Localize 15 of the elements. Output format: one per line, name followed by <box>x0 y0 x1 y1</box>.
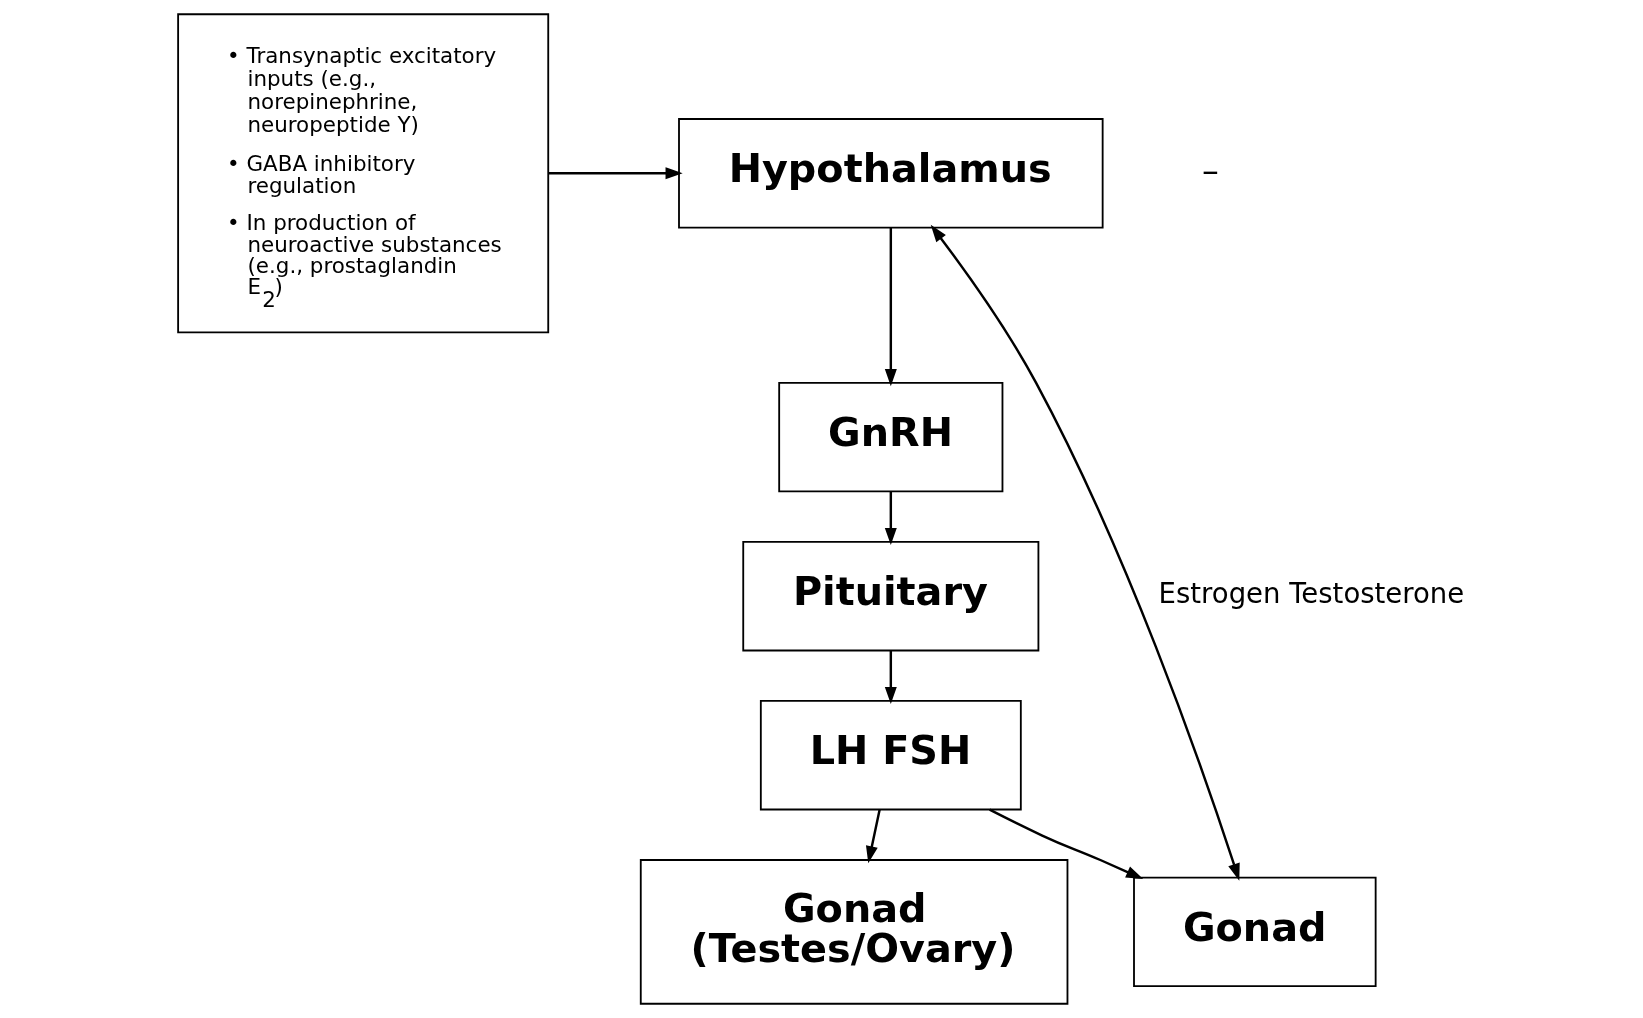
arrow <box>884 650 897 705</box>
arrow <box>884 491 897 546</box>
arrow <box>988 808 1143 880</box>
arrow <box>548 167 683 180</box>
edge-label: Estrogen Testosterone <box>1158 576 1464 609</box>
node-box: LH FSH <box>759 700 1022 811</box>
arrow <box>930 224 1240 881</box>
node-box: Hypothalamus <box>677 118 1104 229</box>
arrow <box>865 809 881 864</box>
arrow <box>884 227 897 387</box>
node-box: Pituitary <box>741 540 1039 652</box>
node-box: Gonad <box>1132 876 1377 988</box>
node-box: Gonad (Testes/Ovary) <box>639 859 1068 1005</box>
label: – <box>1201 150 1219 190</box>
node-box: GnRH <box>777 381 1003 493</box>
